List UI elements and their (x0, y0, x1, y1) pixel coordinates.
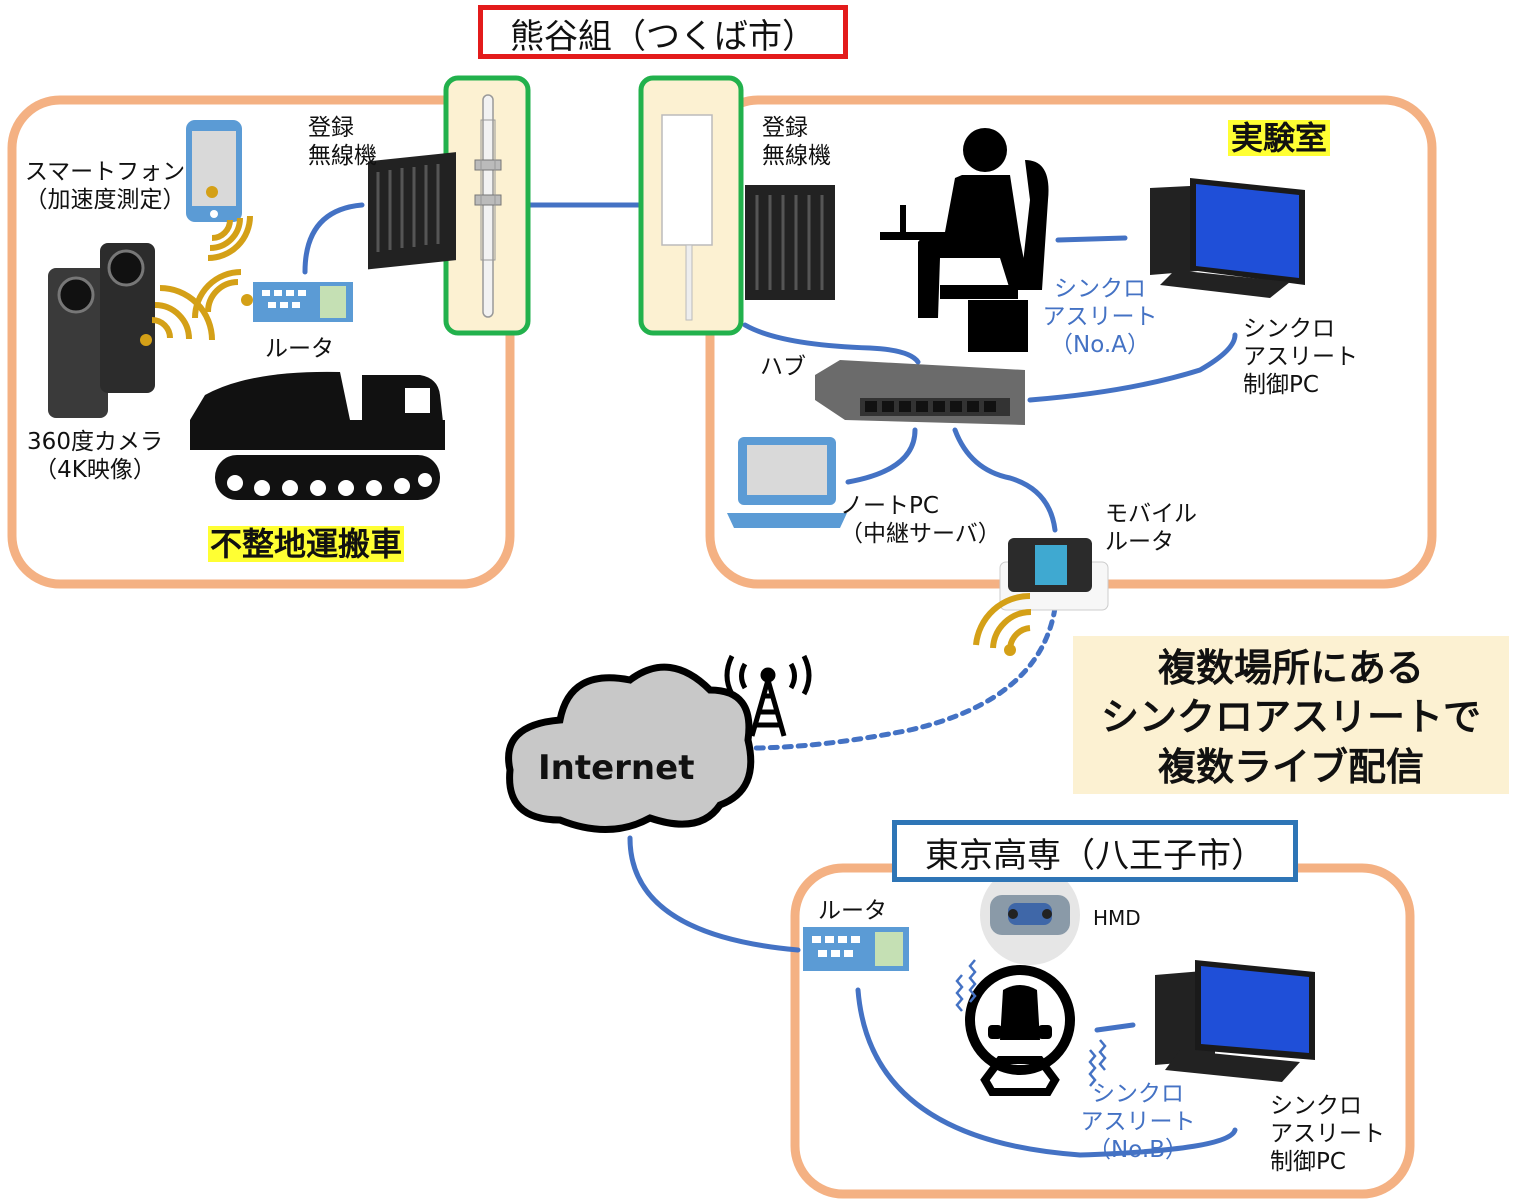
link-router-to-radio (302, 202, 365, 275)
link-synchro-b-to-pc (1094, 1022, 1136, 1033)
title-tokyo: 東京高専（八王子市） (892, 820, 1298, 882)
synchro-a-label: シンクロ アスリート （No.A） (1042, 276, 1158, 359)
vibration-lines-icon (955, 959, 1107, 1087)
radio-tower-icon (724, 654, 812, 737)
link-hub-to-notepc (845, 427, 918, 485)
link-hub-to-control-pc (1027, 332, 1238, 403)
vehicle-label: 不整地運搬車 (208, 525, 405, 563)
callout-live-distribution: 複数場所にある シンクロアスリートで 複数ライブ配信 (1073, 636, 1509, 794)
synchro-athlete-b-icon (965, 965, 1075, 1096)
desktop-pc-b-icon (1155, 960, 1315, 1082)
operator-seat-icon (880, 128, 1049, 352)
link-mobile-to-internet (747, 605, 1058, 751)
wireless-signal-icon (192, 269, 242, 319)
router-label-bottom: ルータ (818, 898, 887, 924)
hmd-label: HMD (1093, 906, 1141, 930)
radio-unit-right-icon (745, 185, 835, 300)
signal-dot-camera (140, 334, 152, 346)
laptop-icon (727, 437, 847, 528)
link-router-to-control-pc-b (855, 987, 1238, 1158)
control-pc-label-b: シンクロ アスリート 制御PC (1270, 1093, 1385, 1176)
lab-label: 実験室 (1228, 120, 1331, 156)
panel-antenna-icon (661, 114, 713, 321)
control-pc-label-a: シンクロ アスリート 制御PC (1243, 316, 1358, 399)
network-hub-icon (815, 360, 1025, 425)
signal-dot-router (241, 294, 253, 306)
notepc-label: ノートPC （中継サーバ） (840, 493, 1001, 548)
signal-dot-phone (206, 186, 218, 198)
hub-label: ハブ (760, 354, 806, 380)
crawler-wheels (227, 473, 432, 496)
smartphone-icon (186, 120, 242, 222)
crawler-carrier-icon (190, 371, 445, 500)
radio-label-right: 登録 無線機 (762, 115, 831, 170)
router-left-icon (253, 282, 353, 322)
router-label-left: ルータ (265, 336, 334, 362)
link-synchro-a-to-pc (1055, 235, 1128, 243)
camera-label: 360度カメラ （4K映像） (27, 429, 163, 484)
mobile-router-label: モバイル ルータ (1105, 501, 1197, 556)
wireless-signal-icon (207, 215, 253, 261)
omni-antenna-icon (474, 94, 502, 318)
title-kumagai: 熊谷組（つくば市） (478, 5, 848, 59)
link-antenna-to-hub (742, 322, 921, 365)
desktop-pc-a-icon (1150, 178, 1305, 298)
internet-label: Internet (538, 748, 695, 788)
router-bottom-icon (803, 927, 909, 971)
link-hub-to-mobile-router (952, 427, 1058, 533)
synchro-b-label: シンクロ アスリート （No.B） (1080, 1081, 1196, 1164)
internet-cloud-icon (505, 663, 755, 833)
smartphone-label: スマートフォン （加速度測定） (24, 159, 186, 214)
signal-dot-mobile (1004, 644, 1016, 656)
mobile-router-icon (999, 538, 1109, 611)
network-links (302, 202, 1238, 1158)
zone-kumagai-field (7, 95, 515, 589)
hmd-icon (980, 865, 1080, 965)
camera-360-icon (48, 243, 155, 418)
link-internet-to-router (627, 835, 801, 953)
radio-label-left: 登録 無線機 (308, 115, 377, 170)
radio-unit-left-icon (368, 152, 456, 270)
